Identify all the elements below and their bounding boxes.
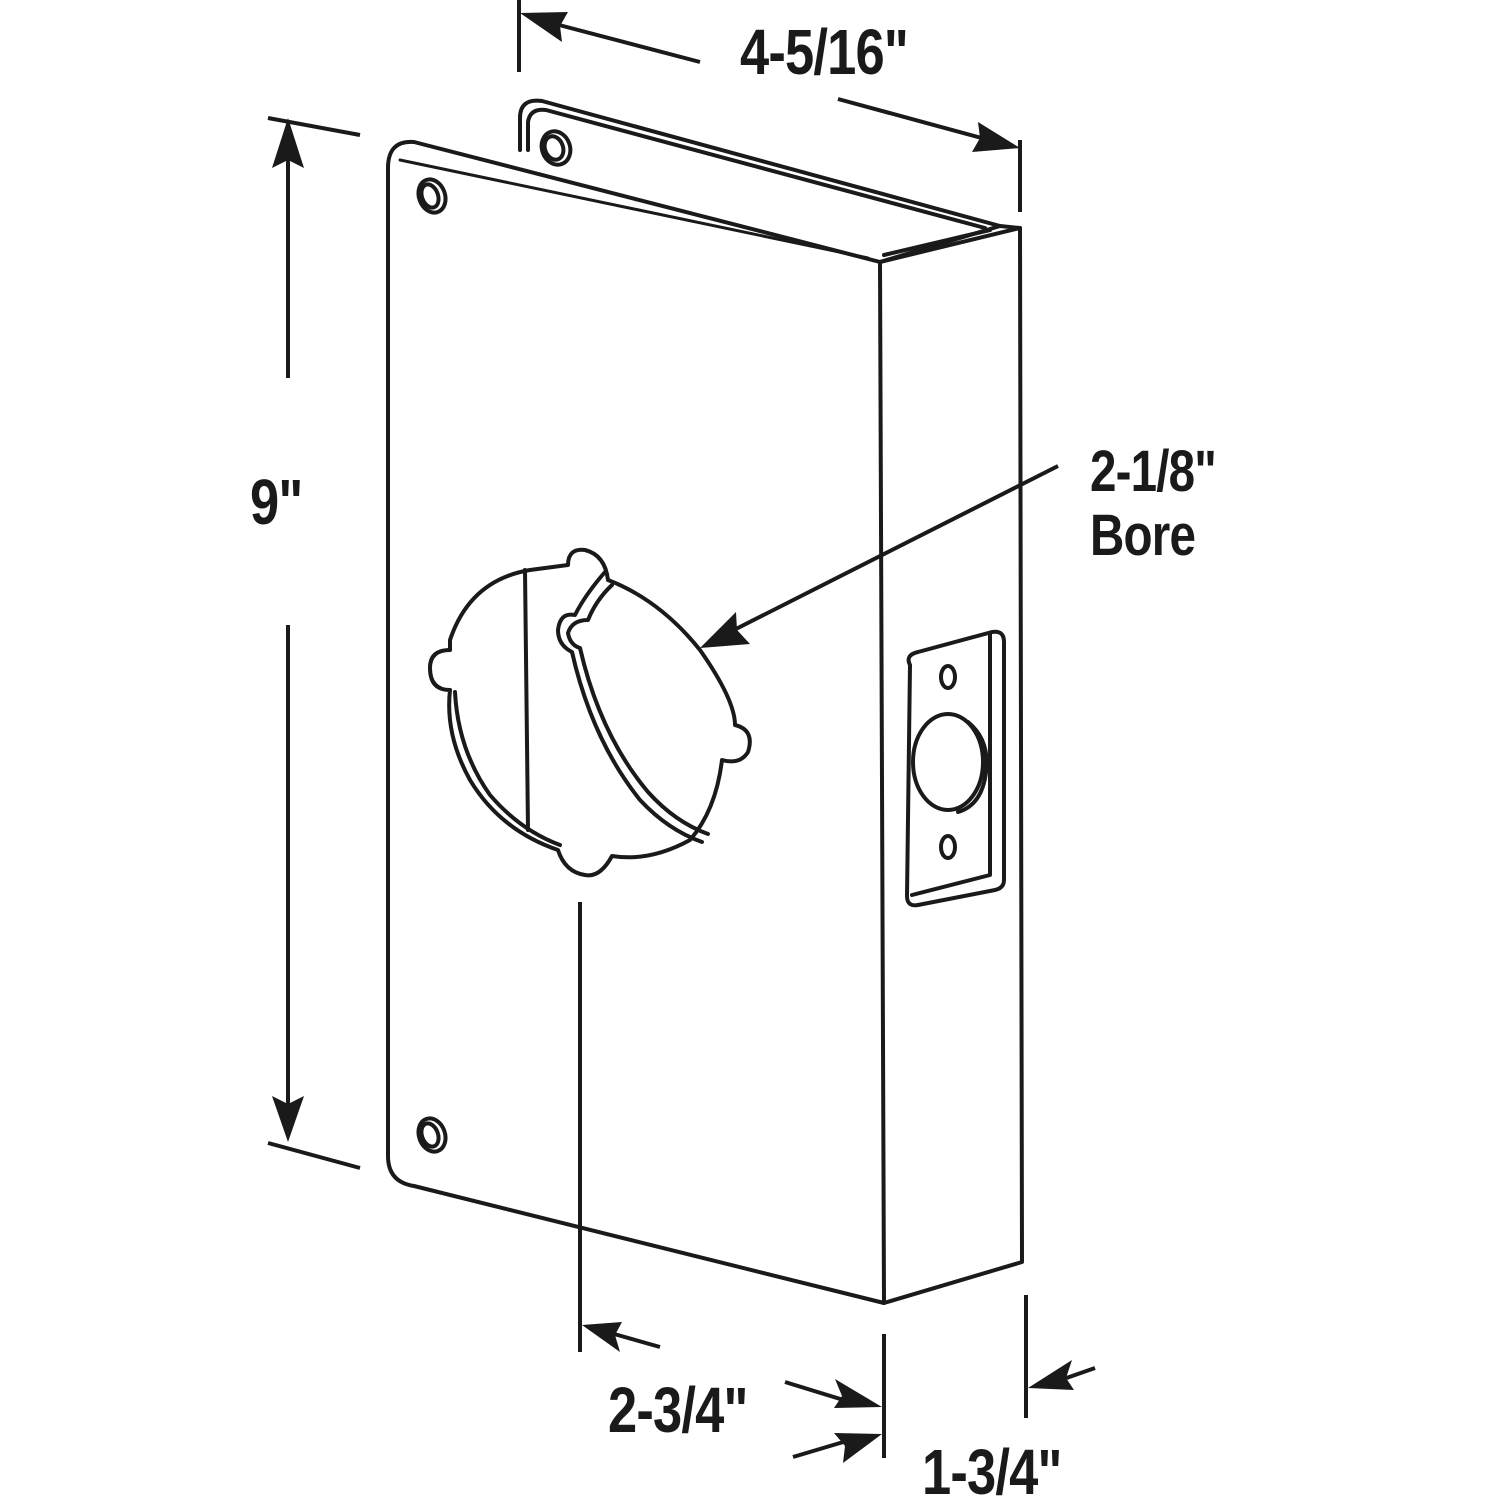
arrowhead-down-icon xyxy=(272,1096,304,1142)
arrowhead-backset-left-icon xyxy=(582,1322,622,1352)
front-plate xyxy=(386,139,886,1305)
backset-label: 2-3/4" xyxy=(608,1374,748,1446)
width-dimension-line xyxy=(517,0,1022,212)
arrowhead-up-icon xyxy=(272,118,304,168)
bore-hole xyxy=(428,547,752,878)
arrowhead-backset-right-icon xyxy=(834,1379,882,1408)
latch-screw-top-icon xyxy=(939,664,957,690)
screw-hole-bottom-icon xyxy=(416,1116,448,1154)
latch-screw-bottom-icon xyxy=(939,834,957,860)
height-label: 9" xyxy=(250,466,303,538)
door-thickness-label: 1-3/4" xyxy=(922,1436,1062,1500)
arrowhead-thickness-right-icon xyxy=(1028,1360,1074,1390)
width-label: 4-5/16" xyxy=(740,16,909,88)
edge-plate xyxy=(878,226,1024,1305)
screw-hole-top-icon xyxy=(416,177,448,215)
bore-size-label: 2-1/8" xyxy=(1090,439,1217,504)
arrowhead-bore-icon xyxy=(700,612,750,648)
back-flange xyxy=(518,98,1002,230)
height-dimension-line xyxy=(267,116,361,1170)
bore-word-label: Bore xyxy=(1090,503,1196,568)
latch-hole-icon xyxy=(911,712,985,812)
thickness-dimension-line xyxy=(792,1295,1096,1463)
backset-dimension-line xyxy=(578,902,886,1458)
arrowhead-right-icon xyxy=(972,122,1020,152)
arrowhead-left-icon xyxy=(520,12,568,42)
bore-leader-line xyxy=(700,464,1059,648)
bore-label: 2-1/8" Bore xyxy=(1090,439,1217,568)
arrowhead-thickness-left-icon xyxy=(834,1433,882,1463)
screw-hole-icon xyxy=(539,129,573,167)
latch-plate xyxy=(905,629,1006,908)
